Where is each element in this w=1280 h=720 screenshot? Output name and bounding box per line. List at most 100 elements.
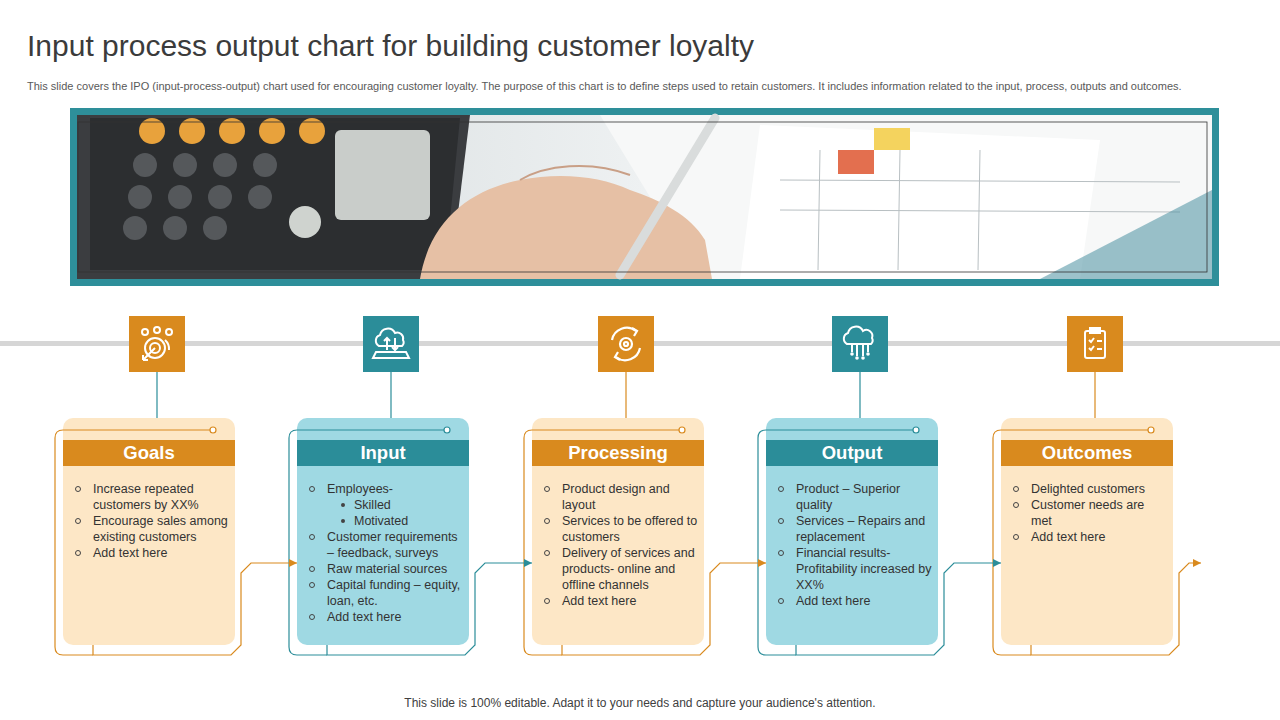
- slide-description: This slide covers the IPO (input-process…: [27, 80, 1255, 93]
- bullet-item: Raw material sources: [297, 561, 463, 577]
- card-fill: [532, 418, 704, 645]
- bullet-circle: [309, 566, 315, 572]
- outline-dot: [679, 427, 685, 433]
- photo-banner: [77, 115, 1212, 279]
- photo-banner: [123, 153, 321, 240]
- bullet-text: Increase repeated customers by XX%: [93, 481, 229, 513]
- output-icon: [866, 352, 870, 356]
- goal-icon: [142, 327, 172, 360]
- photo-banner: [620, 118, 715, 275]
- bullet-circle: [778, 598, 784, 604]
- goal-icon: [143, 348, 155, 360]
- icon-stem: [157, 372, 1095, 418]
- goal-icon: [129, 316, 185, 372]
- bullet-item: Add text here: [766, 593, 932, 609]
- photo-banner: [203, 216, 227, 240]
- bullet-text: Capital funding – equity, loan, etc.: [327, 577, 463, 609]
- sub-bullet-dot: [341, 519, 345, 523]
- bullet-circle: [778, 550, 784, 556]
- icon-stem: [390, 372, 391, 418]
- outcome-icon: [1067, 316, 1123, 372]
- photo-banner: [289, 206, 321, 238]
- output-icon: [861, 356, 865, 360]
- output-icon: [832, 316, 888, 372]
- photo-banner: [978, 150, 980, 270]
- bullet-item: Customer needs are met: [1001, 497, 1167, 529]
- bullet-text: Skilled: [354, 497, 463, 513]
- photo-banner: [78, 122, 1207, 272]
- photo-banner: [780, 210, 1180, 212]
- bullet-item: Services – Repairs and replacement: [766, 513, 932, 545]
- bullet-text: Customer requirements – feedback, survey…: [327, 529, 463, 561]
- bullet-circle: [309, 582, 315, 588]
- photo-banner: [128, 185, 152, 209]
- card-heading: Input: [297, 440, 469, 466]
- process-icon: [615, 352, 620, 360]
- bullet-circle: [75, 518, 81, 524]
- photo-banner: [70, 108, 1219, 286]
- slide-caption: This slide is 100% editable. Adapt it to…: [0, 696, 1280, 711]
- photo-banner: [838, 150, 874, 174]
- output-icon: [832, 316, 888, 372]
- bullet-text: Delighted customers: [1031, 481, 1167, 497]
- photo-banner: [208, 185, 232, 209]
- card-fill: [1001, 418, 1173, 645]
- bullet-circle: [309, 486, 315, 492]
- bullet-circle: [544, 486, 550, 492]
- photo-banner: [248, 185, 272, 209]
- card-fill: [766, 418, 938, 645]
- photo-banner: [133, 153, 157, 177]
- flow-connector: [796, 563, 1001, 655]
- input-icon: [363, 316, 419, 372]
- goal-icon: [165, 340, 169, 350]
- card-body: Product – Superior qualityServices – Rep…: [766, 466, 938, 609]
- output-icon: [850, 352, 870, 360]
- bullet-circle: [778, 486, 784, 492]
- bullet-item: Product – Superior quality: [766, 481, 932, 513]
- card-body: Product design and layoutServices to be …: [532, 466, 704, 609]
- output-icon: [850, 352, 854, 356]
- input-icon: [392, 338, 398, 350]
- photo-banner: [740, 125, 1100, 279]
- outcome-icon: [1085, 331, 1105, 358]
- bullet-item: Delivery of services and products- onlin…: [532, 545, 698, 593]
- outline-dot: [444, 427, 450, 433]
- sub-bullet-dot: [341, 503, 345, 507]
- bullet-text: Services – Repairs and replacement: [796, 513, 932, 545]
- photo-banner: [1040, 190, 1212, 279]
- card-body: Increase repeated customers by XX%Encour…: [63, 466, 235, 561]
- flow-connector: [93, 563, 297, 655]
- bullet-text: Add text here: [327, 609, 463, 625]
- photo-banner: [818, 150, 820, 270]
- bullet-item: Add text here: [63, 545, 229, 561]
- photo-banner: [898, 150, 900, 270]
- ipo-card: OutcomesDelighted customersCustomer need…: [1001, 418, 1173, 645]
- goal-icon: [129, 316, 185, 372]
- card-fill: [297, 418, 469, 645]
- photo-banner: [123, 216, 147, 240]
- input-icon: [373, 352, 409, 358]
- bullet-circle: [309, 534, 315, 540]
- flow-connector: [562, 563, 766, 655]
- input-icon: [376, 329, 404, 346]
- bullet-circle: [75, 486, 81, 492]
- bullet-text: Raw material sources: [327, 561, 463, 577]
- bullet-item: Delighted customers: [1001, 481, 1167, 497]
- bullet-item: Capital funding – equity, loan, etc.: [297, 577, 463, 609]
- ipo-card: GoalsIncrease repeated customers by XX%E…: [63, 418, 235, 645]
- bullet-circle: [544, 550, 550, 556]
- bullet-item: Skilled: [297, 497, 463, 513]
- input-icon: [384, 338, 390, 350]
- output-icon: [852, 344, 868, 356]
- card-body: Delighted customersCustomer needs are me…: [1001, 466, 1173, 545]
- process-icon: [624, 342, 628, 346]
- ipo-card: ProcessingProduct design and layoutServi…: [532, 418, 704, 645]
- photo-banner: [253, 153, 277, 177]
- bullet-item: Employees-: [297, 481, 463, 497]
- bullet-text: Motivated: [354, 513, 463, 529]
- photo-banner: [335, 130, 430, 220]
- card-body: Employees-SkilledMotivatedCustomer requi…: [297, 466, 469, 625]
- bullet-text: Add text here: [1031, 529, 1167, 545]
- bullet-item: Product design and layout: [532, 481, 698, 513]
- bullet-circle: [75, 550, 81, 556]
